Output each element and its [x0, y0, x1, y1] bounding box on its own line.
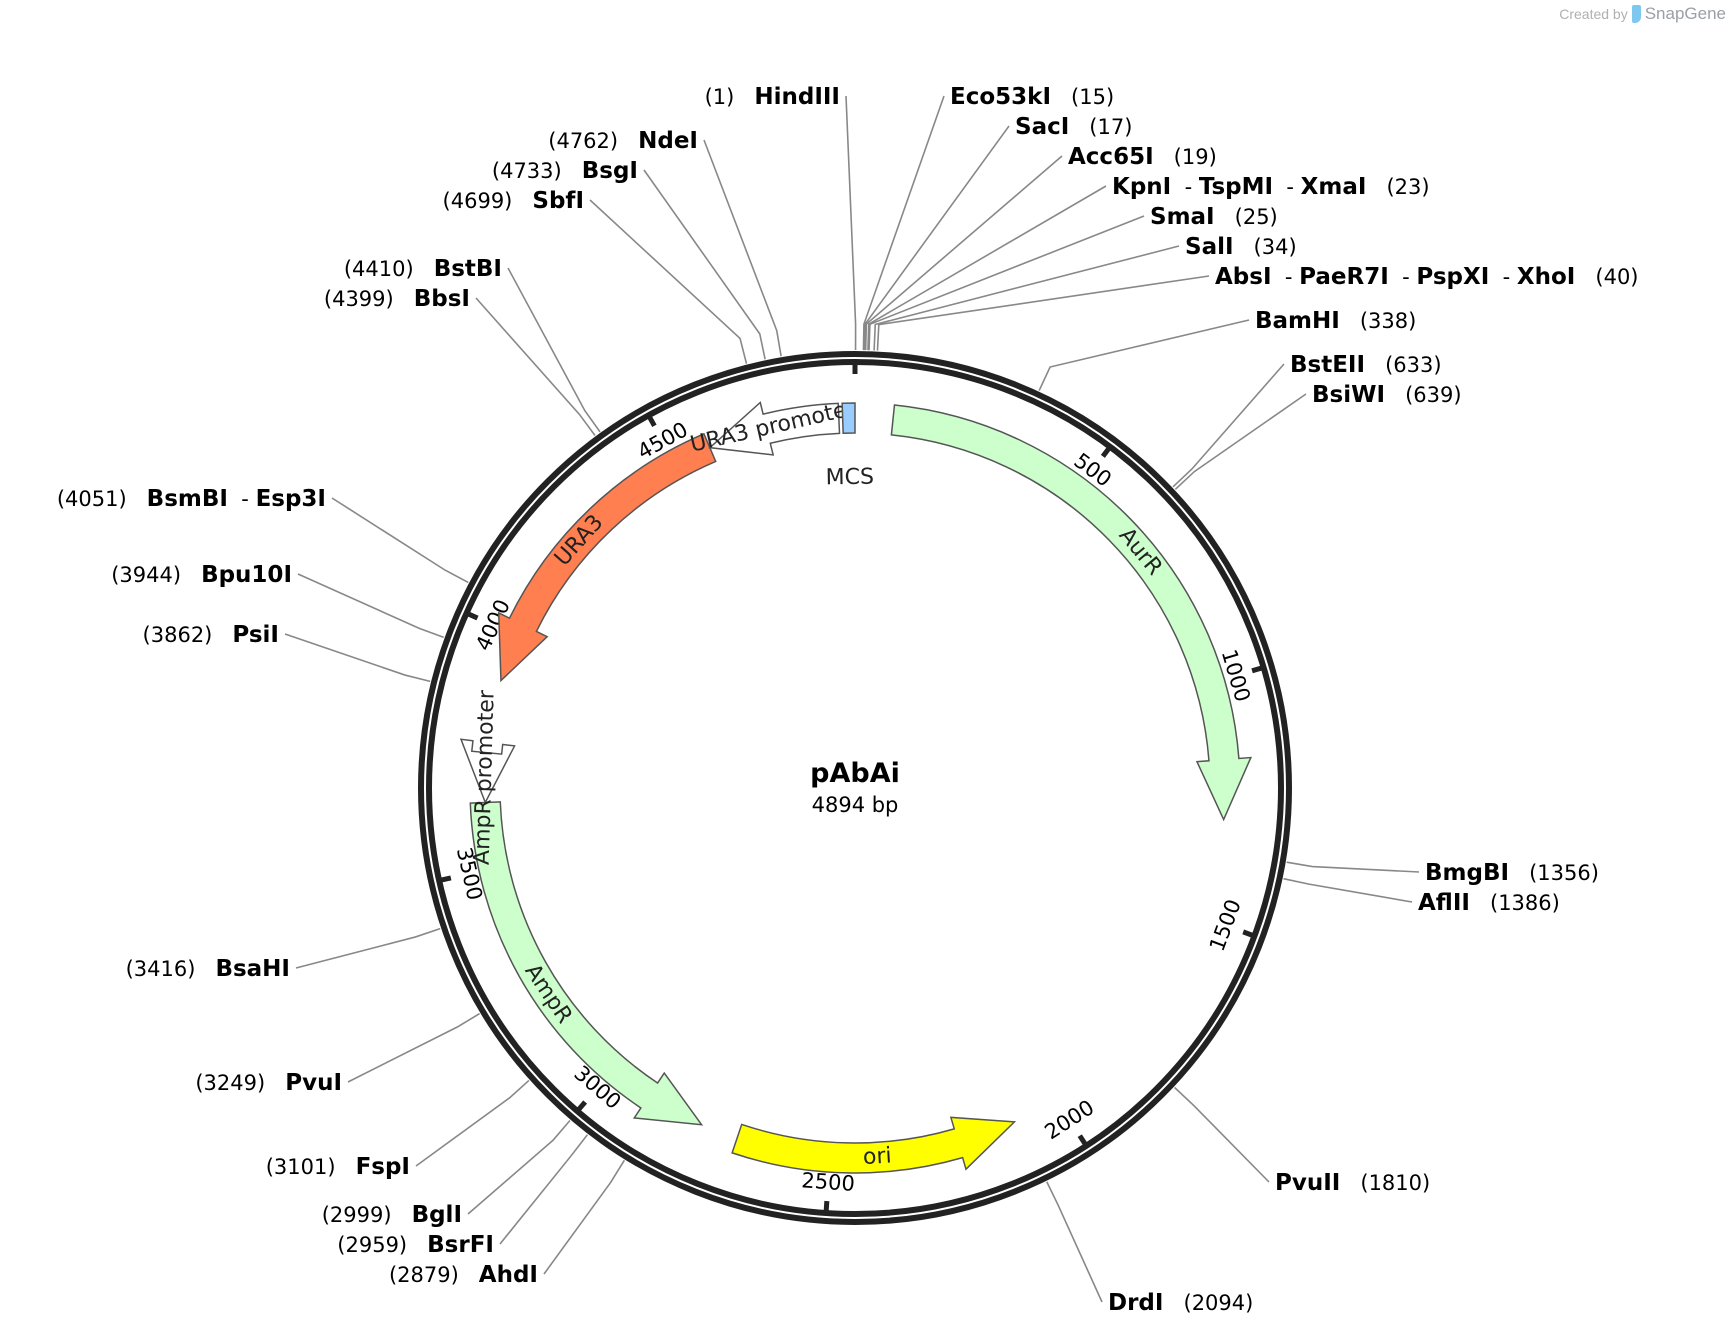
site-leader-line — [1046, 1181, 1103, 1303]
site-label-hindiii: (1) HindIII — [705, 84, 840, 110]
feature-ura3-promoter — [708, 401, 841, 456]
site-label-bstbi: (4410) BstBI — [344, 256, 502, 282]
site-leader-line — [873, 245, 1180, 351]
site-leader-line — [863, 125, 1010, 351]
site-label-bmgbi: BmgBI (1356) — [1425, 860, 1599, 886]
site-leader-line — [415, 1079, 530, 1167]
site-label-absi: AbsI - PaeR7I - PspXI - XhoI (40) — [1215, 264, 1639, 290]
site-leader-line — [864, 155, 1063, 351]
site-label-sali: SalI (34) — [1185, 234, 1297, 260]
plasmid-name: pAbAi — [810, 758, 900, 789]
site-leader-line — [297, 573, 445, 639]
site-label-smai: SmaI (25) — [1150, 204, 1278, 230]
site-leader-line — [862, 95, 945, 351]
plasmid-size: 4894 bp — [812, 793, 899, 817]
backbone-outer-ring — [418, 351, 1292, 1225]
site-label-aflii: AflII (1386) — [1418, 890, 1560, 916]
site-label-kpni: KpnI - TspMI - XmaI (23) — [1112, 174, 1430, 200]
site-label-bamhi: BamHI (338) — [1255, 308, 1416, 334]
site-leader-line — [868, 215, 1145, 351]
feature-mcs — [841, 402, 856, 434]
feature-label: MCS — [825, 465, 874, 491]
site-label-ahdi: (2879) AhdI — [389, 1262, 538, 1288]
site-leader-line — [1038, 319, 1250, 391]
feature-ampr — [469, 801, 704, 1126]
site-leader-line — [867, 185, 1107, 351]
site-leader-line — [543, 1159, 626, 1275]
tick-label: 1500 — [1205, 896, 1246, 954]
site-label-ndei: (4762) NdeI — [548, 128, 698, 154]
feature-label: AmpR promoter — [470, 689, 500, 865]
site-label-fspi: (3101) FspI — [266, 1154, 410, 1180]
feature-aurr — [890, 404, 1253, 822]
tick-mark — [436, 875, 452, 884]
site-label-bbsi: (4399) BbsI — [324, 286, 470, 312]
feature-ampr-promoter — [459, 738, 516, 805]
tick-mark — [823, 1200, 830, 1216]
site-leader-line — [876, 275, 1210, 351]
site-leader-line — [1286, 861, 1420, 873]
feature-ori — [731, 1116, 1017, 1174]
site-label-pvuii: PvuII (1810) — [1275, 1170, 1430, 1196]
site-leader-line — [347, 1012, 480, 1083]
site-label-bsiwi: BsiWI (639) — [1312, 382, 1462, 408]
tick-mark — [463, 610, 479, 621]
site-leader-line — [331, 497, 469, 584]
site-leader-lines — [284, 95, 1420, 1303]
site-leader-line — [643, 169, 766, 360]
site-leader-line — [845, 95, 857, 351]
site-leader-line — [1174, 1086, 1270, 1183]
site-label-drdi: DrdI (2094) — [1108, 1290, 1253, 1316]
site-leader-line — [1174, 393, 1307, 490]
site-leader-line — [467, 1120, 571, 1215]
tick-mark — [645, 412, 657, 428]
credit-prefix: Created by — [1559, 6, 1628, 22]
site-leader-line — [1172, 363, 1285, 488]
site-leader-line — [284, 633, 431, 683]
tick-mark — [1242, 929, 1258, 940]
tick-label: 2000 — [1040, 1095, 1098, 1144]
site-label-pvui: (3249) PvuI — [195, 1070, 342, 1096]
tick-mark — [574, 1100, 588, 1115]
site-label-psii: (3862) PsiI — [143, 622, 279, 648]
site-leader-line — [703, 139, 782, 357]
site-label-saci: SacI (17) — [1015, 114, 1132, 140]
tick-mark — [1251, 664, 1267, 674]
site-label-bpu10i: (3944) Bpu10I — [111, 562, 292, 588]
site-label-bsmbi: (4051) BsmBI - Esp3I — [57, 486, 326, 512]
site-leader-line — [295, 927, 441, 969]
feature-ura3 — [497, 432, 717, 683]
snapgene-credit: Created by SnapGene — [1559, 4, 1726, 24]
credit-brand: SnapGene — [1644, 4, 1726, 23]
site-leader-line — [589, 199, 748, 364]
site-leader-line — [1283, 877, 1413, 903]
site-label-acc65i: Acc65I (19) — [1068, 144, 1217, 170]
tick-mark — [1077, 1134, 1090, 1149]
site-leader-line — [507, 267, 601, 433]
site-label-bsteii: BstEII (633) — [1290, 352, 1442, 378]
site-label-bgli: (2999) BglI — [322, 1202, 462, 1228]
site-label-sbfi: (4699) SbfI — [443, 188, 584, 214]
snapgene-logo-icon — [1631, 5, 1641, 23]
site-labels: (1) HindIII Eco53kI (15) SacI (17) Acc65I (… — [57, 84, 1639, 1316]
site-label-bsgi: (4733) BsgI — [492, 158, 638, 184]
site-label-bsahi: (3416) BsaHI — [126, 956, 290, 982]
site-leader-line — [475, 297, 596, 436]
feature-label: ori — [862, 1143, 892, 1170]
site-label-eco53ki: Eco53kI (15) — [950, 84, 1114, 110]
tick-mark — [1100, 443, 1114, 458]
site-label-bsrfi: (2959) BsrFI — [337, 1232, 494, 1258]
site-leader-line — [499, 1134, 589, 1245]
